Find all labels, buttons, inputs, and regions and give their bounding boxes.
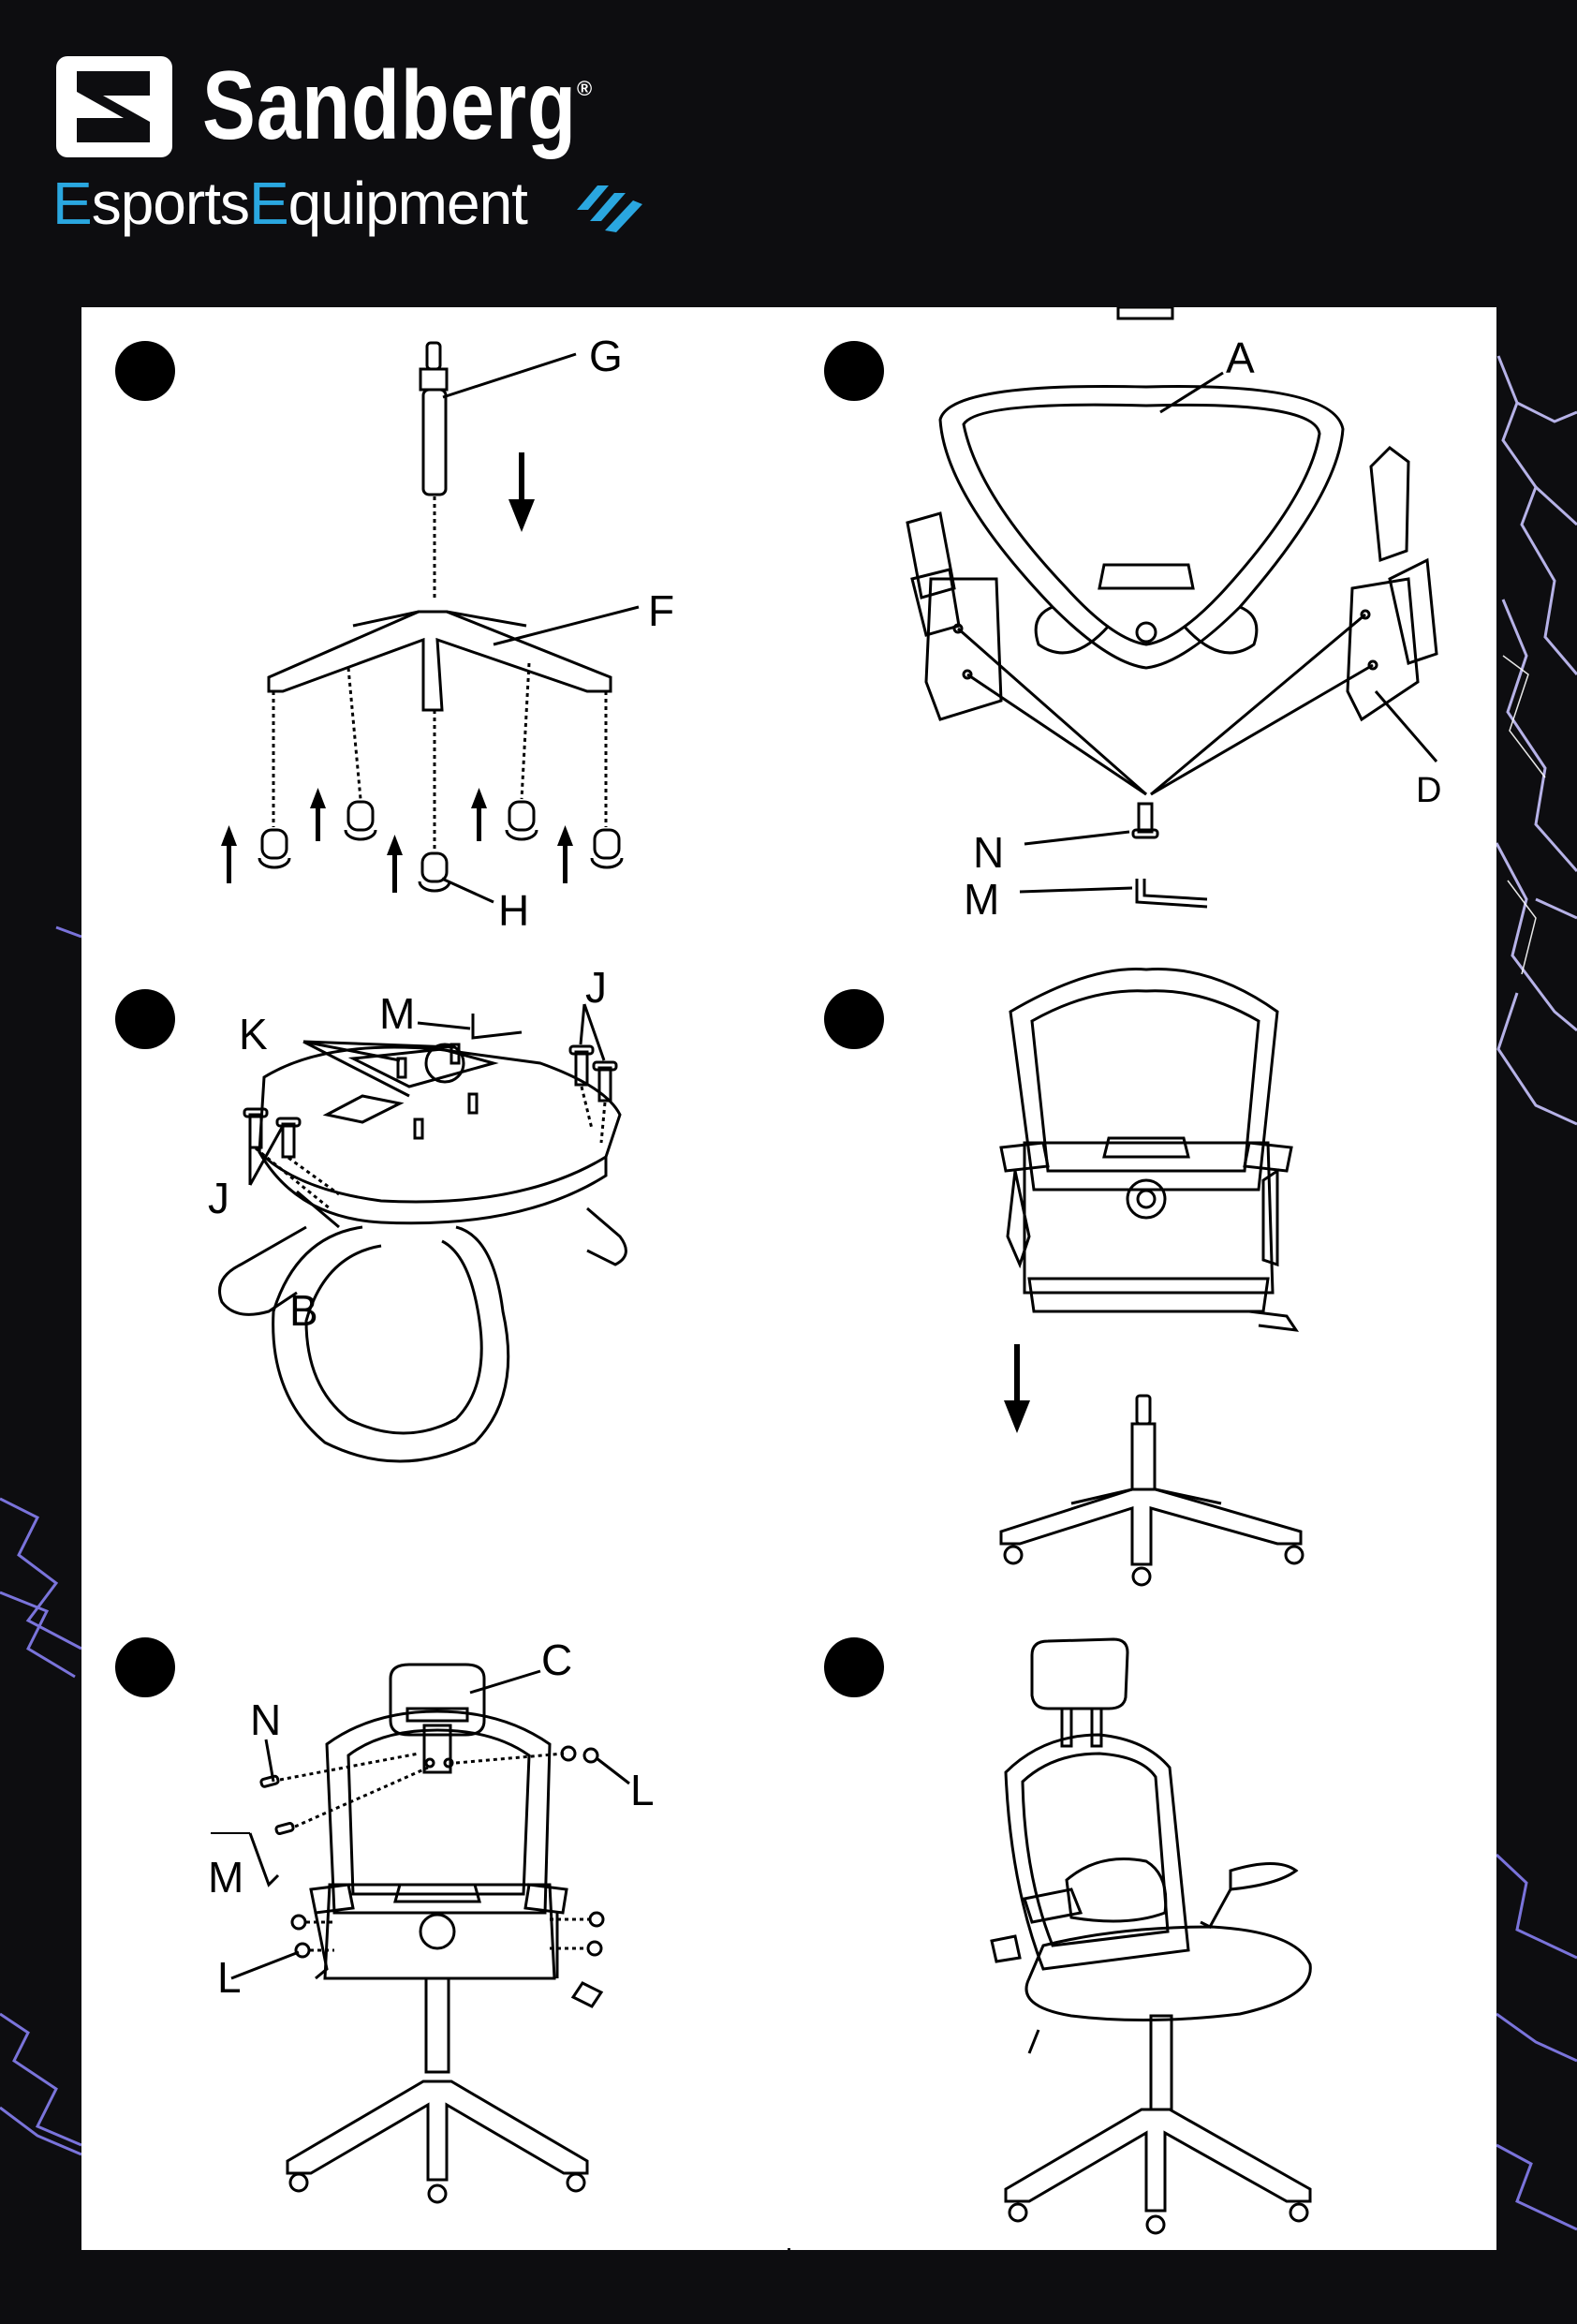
step-2-illustration: A D N M xyxy=(790,307,1496,953)
part-label: G xyxy=(589,332,623,380)
caster-wheel xyxy=(259,830,289,867)
brand-logo: Sandberg ® EsportsEquipment xyxy=(56,56,656,244)
part-label: L xyxy=(630,1766,655,1814)
part-label: M xyxy=(379,989,415,1038)
arrow-icon xyxy=(1004,1344,1030,1433)
step-4-illustration xyxy=(790,955,1496,1601)
step-5-illustration: C N L M L xyxy=(81,1604,788,2249)
part-label: D xyxy=(1416,771,1441,810)
part-label: A xyxy=(1226,333,1255,382)
assembly-steps-grid: G F H xyxy=(81,307,1496,2248)
brand-name: Sandberg xyxy=(202,51,577,162)
part-label: J xyxy=(585,963,607,1012)
part-label: M xyxy=(208,1853,243,1902)
sandberg-s-logo-icon xyxy=(56,56,172,157)
part-label: J xyxy=(208,1174,229,1222)
step-5-panel: C N L M L xyxy=(81,1604,788,2250)
tagline-initial-1: E xyxy=(52,170,92,237)
tagline-part-2: quipment xyxy=(288,170,527,237)
part-label: K xyxy=(239,1010,268,1058)
step-6-illustration xyxy=(790,1604,1496,2249)
step-1-panel: G F H xyxy=(81,307,788,953)
step-1-illustration: G F H xyxy=(81,307,788,953)
part-label: N xyxy=(973,828,1004,877)
part-label: M xyxy=(964,875,999,924)
part-label: H xyxy=(498,886,529,935)
brand-tagline: EsportsEquipment xyxy=(52,169,527,238)
step-6-panel xyxy=(790,1604,1496,2250)
stripes-icon xyxy=(577,172,642,238)
step-3-panel: M J K J B xyxy=(81,955,788,1601)
part-label: B xyxy=(289,1286,318,1335)
step-4-panel xyxy=(790,955,1496,1601)
step-2-panel: A D N M xyxy=(790,307,1496,953)
part-label: C xyxy=(541,1636,572,1684)
part-label: N xyxy=(250,1695,281,1744)
part-label: F xyxy=(648,586,674,635)
step-3-illustration: M J K J B xyxy=(81,955,788,1601)
part-label: L xyxy=(217,1953,242,2002)
tagline-part-1: sports xyxy=(92,170,249,237)
trademark-symbol: ® xyxy=(577,77,592,101)
tagline-initial-2: E xyxy=(249,170,288,237)
